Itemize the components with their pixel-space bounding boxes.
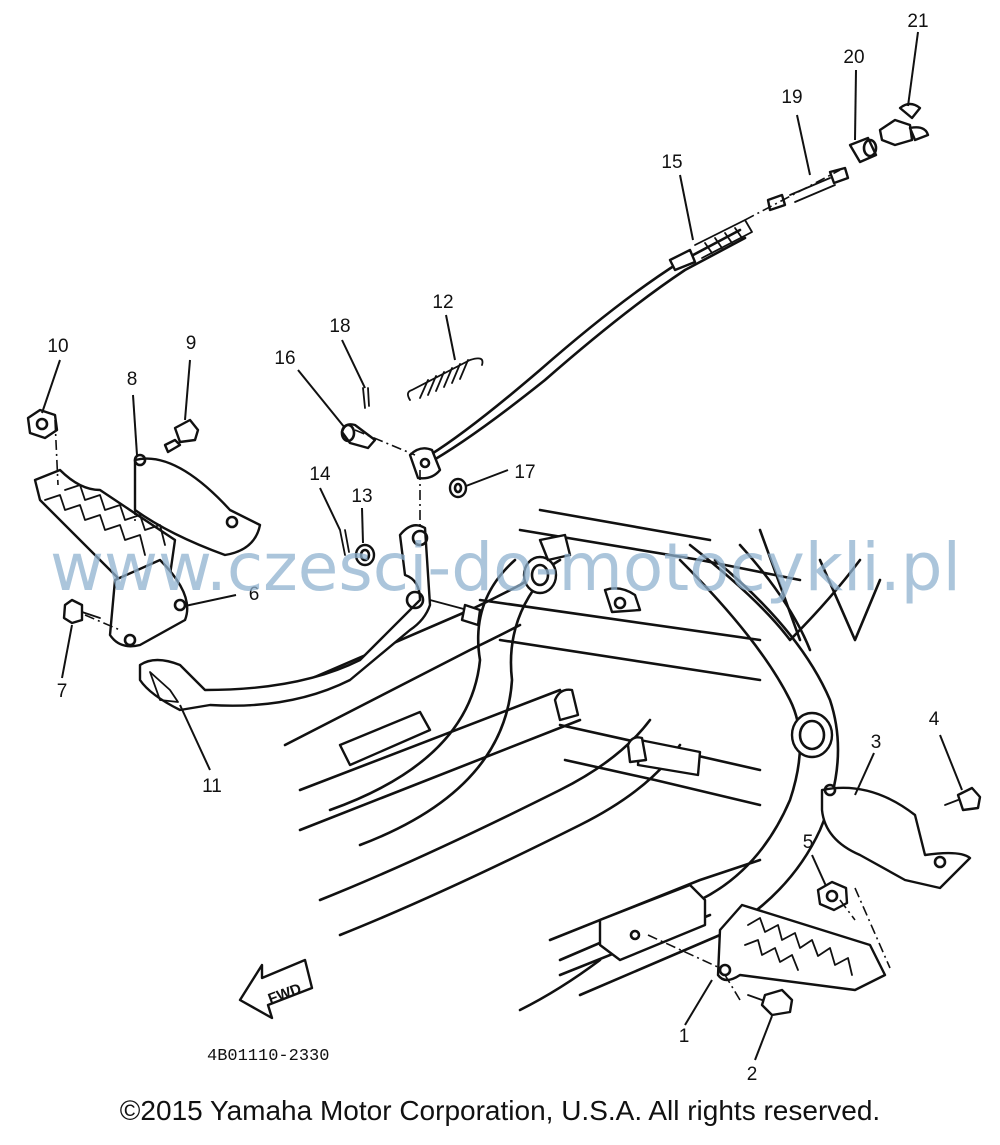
callout-17: 17 <box>514 462 535 483</box>
return-spring <box>407 357 484 401</box>
part-code: 4B01110-2330 <box>207 1047 329 1066</box>
frame <box>248 508 882 1012</box>
callout-12: 12 <box>432 292 453 313</box>
callout-13: 13 <box>351 486 372 507</box>
watermark: www.czesci-do-motocykli.pl <box>50 529 961 606</box>
small-hardware <box>339 102 930 567</box>
callout-3: 3 <box>871 732 882 753</box>
callout-5: 5 <box>803 832 814 853</box>
callout-19: 19 <box>781 87 802 108</box>
brake-pedal <box>138 524 482 712</box>
callout-14: 14 <box>309 464 331 485</box>
callout-11: 11 <box>202 776 222 797</box>
fwd-arrow: FWD <box>238 958 314 1020</box>
callout-labels: 1 2 3 4 5 6 7 8 9 10 11 12 13 14 15 16 1… <box>47 11 939 1085</box>
left-footrest <box>26 408 262 648</box>
callout-16: 16 <box>274 348 295 369</box>
callout-4: 4 <box>929 709 940 730</box>
copyright-notice: ©2015 Yamaha Motor Corporation, U.S.A. A… <box>119 1095 881 1126</box>
leader-lines <box>41 31 963 1061</box>
callout-1: 1 <box>679 1026 690 1047</box>
callout-20: 20 <box>843 47 864 68</box>
right-footrest <box>716 783 982 1017</box>
brake-rod <box>408 219 753 480</box>
assembly-lines <box>54 169 891 1001</box>
callout-18: 18 <box>329 316 350 337</box>
callout-9: 9 <box>186 333 197 354</box>
callout-10: 10 <box>47 336 68 357</box>
callout-7: 7 <box>57 681 68 702</box>
callout-6: 6 <box>249 584 260 605</box>
callout-15: 15 <box>661 152 682 173</box>
callout-21: 21 <box>907 11 928 32</box>
callout-8: 8 <box>127 369 138 390</box>
callout-2: 2 <box>747 1064 758 1085</box>
